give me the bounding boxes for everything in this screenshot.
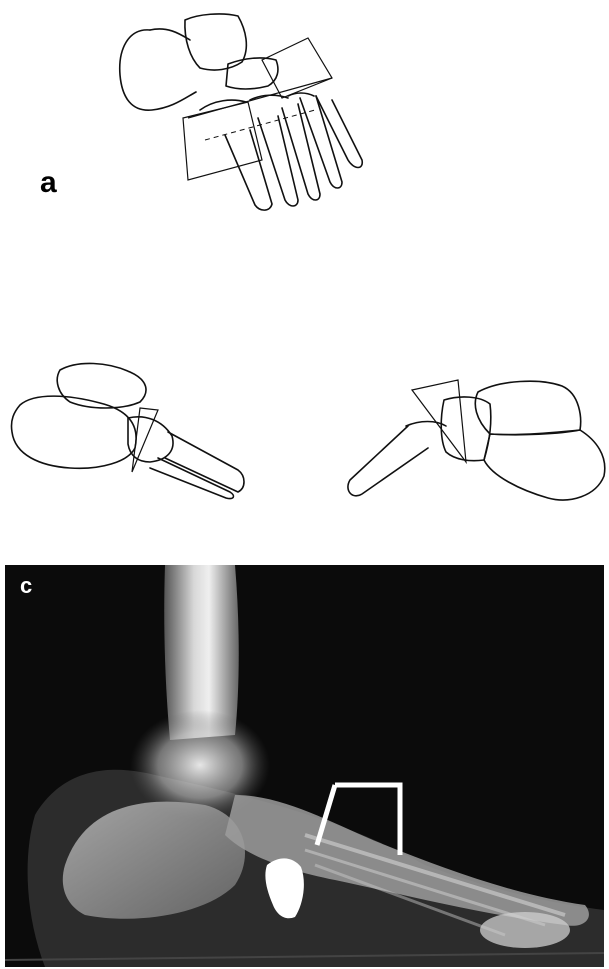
- lateral-foot-sketch-left: [11, 363, 244, 498]
- calcaneus-outline: [120, 30, 196, 110]
- lateral-foot-sketch-right: [348, 380, 605, 500]
- cuboid-outline-left: [128, 417, 173, 462]
- osteotomy-plane-left: [183, 102, 262, 180]
- dorsal-foot-sketch: [120, 14, 363, 210]
- metatarsal-3: [282, 104, 320, 200]
- metatarsal-right: [348, 426, 428, 496]
- calcaneus-outline-right: [484, 430, 605, 500]
- radiograph-image: [5, 565, 604, 967]
- metatarsal-left-lower: [150, 458, 233, 499]
- osteotomy-line: [188, 78, 332, 118]
- wedge-right: [412, 380, 466, 462]
- panel-c-label: c: [20, 575, 32, 597]
- metatarsal-5: [316, 96, 362, 168]
- metatarsal-left-upper: [165, 432, 244, 492]
- metatarsal-1: [225, 130, 272, 210]
- osteotomy-plane-right: [262, 38, 332, 98]
- talus-outline-left: [57, 363, 146, 408]
- cuboid-outline-right: [441, 397, 491, 461]
- osteotomy-hidden-edge: [205, 110, 315, 140]
- foot-line-drawings: [0, 0, 609, 560]
- toes-shadow: [480, 912, 570, 948]
- metatarsal-2: [258, 116, 298, 206]
- tarsal-joints: [200, 93, 314, 110]
- navicular-outline: [226, 58, 278, 89]
- metatarsal-4: [300, 96, 342, 188]
- radiograph-panel: [5, 565, 604, 967]
- calcaneus-top: [150, 29, 190, 40]
- tarsal-line-right: [406, 422, 446, 427]
